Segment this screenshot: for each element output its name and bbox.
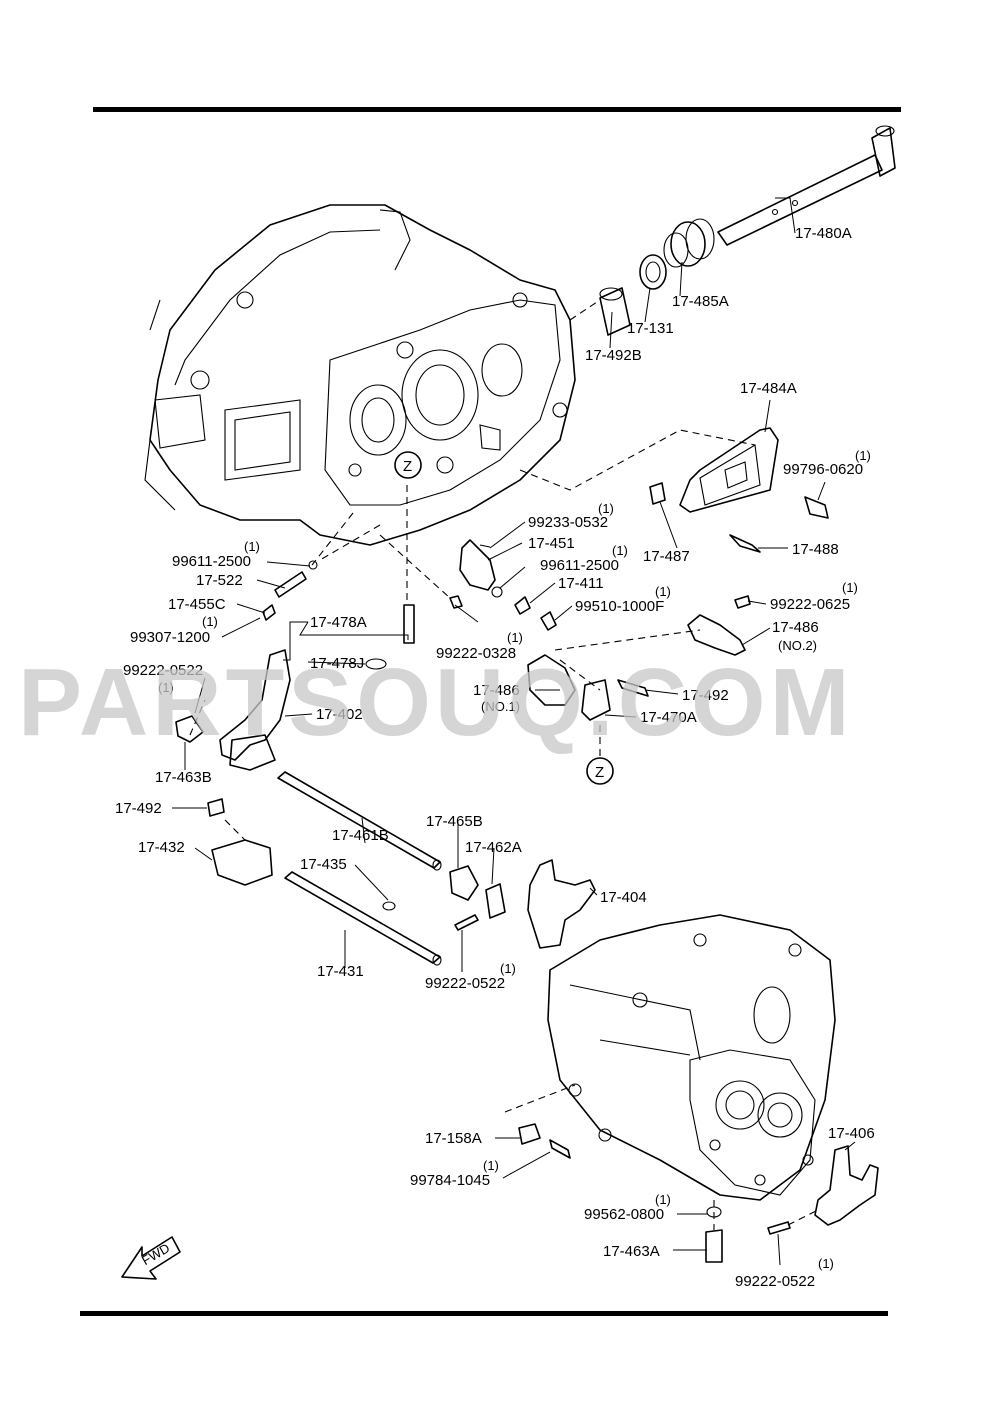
- label-17-480A: 17-480A: [795, 225, 852, 242]
- label-17-465B: 17-465B: [426, 813, 483, 830]
- label-17-463A: 17-463A: [603, 1243, 660, 1260]
- label-17-432: 17-432: [138, 839, 185, 856]
- fork-406-drawing: [518, 1123, 879, 1263]
- label-99233-0532: 99233-0532: [528, 514, 608, 531]
- label-99611-2500-left: 99611-2500: [172, 553, 251, 570]
- label-17-462A: 17-462A: [465, 839, 522, 856]
- label-99222-0522-top: 99222-0522: [123, 662, 203, 679]
- label-17-478J: 17-478J: [310, 655, 364, 672]
- label-17-486-no2: 17-486: [772, 619, 819, 636]
- label-no2: (NO.2): [778, 638, 817, 653]
- zone-marker-top-text: Z: [403, 458, 412, 475]
- label-17-486-no1: 17-486: [473, 682, 520, 699]
- bottom-rule: [80, 1311, 888, 1316]
- label-17-455C: 17-455C: [168, 596, 226, 613]
- bracket-drawing: [649, 427, 829, 553]
- label-99222-0328: 99222-0328: [436, 645, 516, 662]
- label-no1: (NO.1): [481, 699, 520, 714]
- shift-rod-drawing: [599, 125, 896, 336]
- shift-levers-drawing: [527, 595, 751, 721]
- fork-404-drawing: [449, 859, 596, 949]
- label-99796-0620: 99796-0620: [783, 461, 863, 478]
- callout-labels: 17-480A 17-485A 17-131 17-492B 17-484A (…: [115, 225, 875, 1290]
- label-qty-99222-0522-top: (1): [158, 680, 174, 695]
- fwd-arrow-label: FWD: [139, 1240, 172, 1268]
- label-17-492B: 17-492B: [585, 347, 642, 364]
- label-17-470A: 17-470A: [640, 709, 697, 726]
- label-17-492-left: 17-492: [115, 800, 162, 817]
- label-17-406: 17-406: [828, 1125, 875, 1142]
- label-17-451: 17-451: [528, 535, 575, 552]
- zone-marker-bottom-text: Z: [595, 764, 604, 781]
- label-99510-1000F: 99510-1000F: [575, 598, 664, 615]
- rods-drawing: [277, 771, 442, 966]
- zone-marker-top: Z: [394, 451, 422, 479]
- label-qty-99222-0625: (1): [842, 580, 858, 595]
- label-qty-99611-2500-left: (1): [244, 539, 260, 554]
- label-17-431: 17-431: [317, 963, 364, 980]
- label-qty-99222-0522-bot: (1): [818, 1256, 834, 1271]
- label-17-131: 17-131: [627, 320, 674, 337]
- label-99222-0522-bot: 99222-0522: [735, 1273, 815, 1290]
- label-17-484A: 17-484A: [740, 380, 797, 397]
- watermark: PARTSOUQ.COM: [18, 649, 854, 756]
- label-qty-99222-0328: (1): [507, 630, 523, 645]
- label-17-478A: 17-478A: [310, 614, 367, 631]
- label-17-492-right: 17-492: [682, 687, 729, 704]
- label-17-404: 17-404: [600, 889, 647, 906]
- label-qty-99784-1045: (1): [483, 1158, 499, 1173]
- label-qty-99611-2500-mid: (1): [612, 543, 628, 558]
- label-99784-1045: 99784-1045: [410, 1172, 490, 1189]
- label-99222-0625: 99222-0625: [770, 596, 850, 613]
- label-99307-1200: 99307-1200: [130, 629, 210, 646]
- label-17-463B: 17-463B: [155, 769, 212, 786]
- label-99222-0522-mid: 99222-0522: [425, 975, 505, 992]
- label-17-485A: 17-485A: [672, 293, 729, 310]
- label-qty-99233-0532: (1): [598, 501, 614, 516]
- label-17-522: 17-522: [196, 572, 243, 589]
- label-qty-99307-1200: (1): [202, 614, 218, 629]
- label-17-435: 17-435: [300, 856, 347, 873]
- label-17-487: 17-487: [643, 548, 690, 565]
- leader-lines: [172, 197, 856, 1266]
- assembly-lines: [189, 299, 819, 1230]
- label-17-461B: 17-461B: [332, 827, 389, 844]
- transaxle-case-drawing: [547, 914, 836, 1201]
- label-99611-2500-mid: 99611-2500: [540, 557, 619, 574]
- label-qty-99510-1000F: (1): [655, 584, 671, 599]
- fwd-arrow: FWD: [121, 1236, 181, 1280]
- label-qty-99222-0522-mid: (1): [500, 961, 516, 976]
- label-17-488: 17-488: [792, 541, 839, 558]
- top-rule: [93, 107, 901, 112]
- detent-parts-drawing: [262, 539, 557, 670]
- label-17-158A: 17-158A: [425, 1130, 482, 1147]
- label-qty-99796-0620: (1): [855, 448, 871, 463]
- label-qty-99562-0800: (1): [655, 1192, 671, 1207]
- label-17-411: 17-411: [558, 575, 604, 592]
- clutch-housing-drawing: [144, 204, 576, 546]
- label-17-402: 17-402: [316, 706, 363, 723]
- zone-marker-bottom: Z: [586, 757, 614, 785]
- label-99562-0800: 99562-0800: [584, 1206, 664, 1223]
